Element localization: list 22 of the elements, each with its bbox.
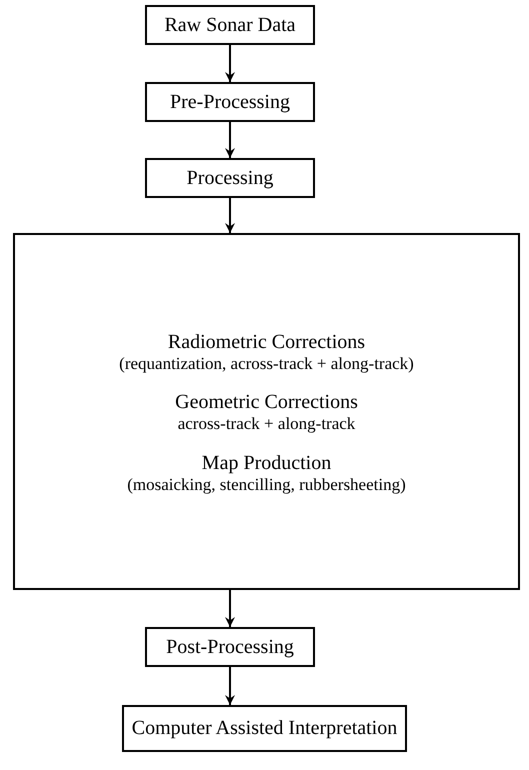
step-detail: (requantization, across-track + along-track) [119,354,414,374]
arrow [225,198,235,233]
step-label: Processing [186,166,274,190]
step-detail: across-track + along-track [178,414,356,434]
arrow [225,667,235,705]
process-group-box [13,233,520,590]
process-box [145,82,315,122]
step-label: Raw Sonar Data [164,14,296,36]
step-label: Pre-Processing [170,90,290,114]
arrow [225,45,235,82]
process-box [145,5,315,45]
process-box [145,627,315,667]
step-label: Computer Assisted Interpretation [132,717,398,740]
process-box [145,158,315,198]
step-label: Geometric Corrections [175,391,358,414]
step-label: Post-Processing [166,636,294,658]
arrow [225,590,235,627]
step-label: Map Production [202,452,332,475]
step-label: Radiometric Corrections [168,330,366,354]
arrow [225,122,235,158]
step-detail: (mosaicking, stencilling, rubbersheeting) [127,474,406,494]
process-box [122,705,407,752]
